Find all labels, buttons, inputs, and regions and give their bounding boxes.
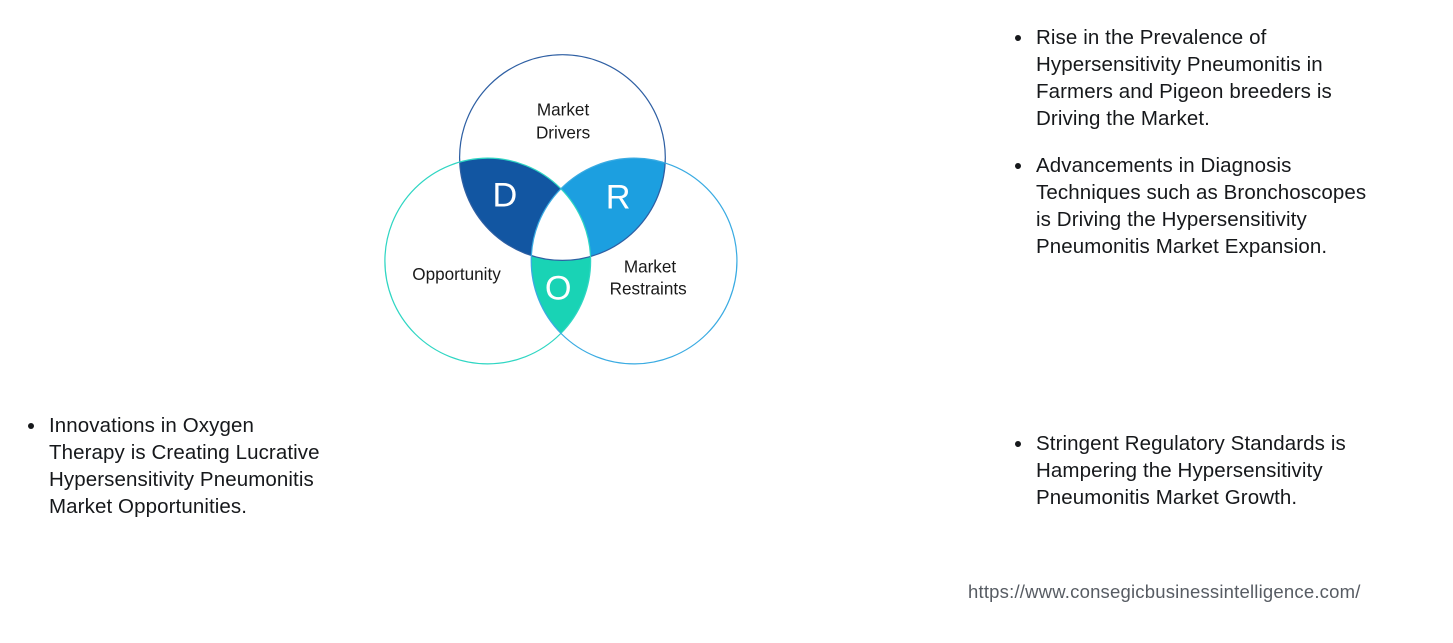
restraints-label-line2: Restraints [610, 279, 687, 299]
notes-right-top-block: Rise in the Prevalence of Hypersensitivi… [1015, 24, 1435, 260]
opportunity-label: Opportunity [412, 264, 501, 284]
bullet-line: Hypersensitivity Pneumonitis in [1036, 53, 1323, 76]
region-drivers-restraints-fill [531, 158, 666, 261]
drivers-circle-outline [458, 54, 666, 262]
bullet-item-driver-1: Rise in the Prevalence of Hypersensitivi… [1015, 24, 1435, 132]
restraints-circle-outline [530, 157, 738, 365]
bullet-item-driver-2: Advancements in Diagnosis Techniques suc… [1015, 152, 1435, 260]
letter-r: R [606, 178, 631, 216]
notes-right-bottom-block: Stringent Regulatory Standards is Hamper… [1015, 430, 1435, 511]
bullet-line: Advancements in Diagnosis [1036, 154, 1292, 177]
bullet-line: Pneumonitis Market Growth. [1036, 486, 1298, 509]
bullet-line: Hypersensitivity Pneumonitis [49, 468, 314, 491]
bullet-line: Farmers and Pigeon breeders is [1036, 80, 1332, 103]
bullet-text: Stringent Regulatory Standards is Hamper… [1036, 430, 1346, 511]
bullet-line: Innovations in Oxygen [49, 414, 254, 437]
drivers-label-line1: Market [537, 99, 590, 119]
drivers-label-line2: Drivers [536, 123, 590, 143]
bullet-dot [1015, 35, 1021, 41]
bullet-line: Hampering the Hypersensitivity [1036, 459, 1323, 482]
bullet-item-opportunity: Innovations in Oxygen Therapy is Creatin… [28, 412, 388, 520]
notes-left-block: Innovations in Oxygen Therapy is Creatin… [28, 412, 388, 520]
bullet-dot [28, 423, 34, 429]
bullet-text: Rise in the Prevalence of Hypersensitivi… [1036, 24, 1332, 132]
bullet-line: Therapy is Creating Lucrative [49, 441, 320, 464]
bullet-dot [1015, 163, 1021, 169]
bullet-dot [1015, 441, 1021, 447]
bullet-line: is Driving the Hypersensitivity [1036, 208, 1307, 231]
bullet-line: Rise in the Prevalence of [1036, 26, 1267, 49]
bullet-text: Advancements in Diagnosis Techniques suc… [1036, 152, 1366, 260]
letter-o: O [545, 270, 572, 308]
bullet-text: Innovations in Oxygen Therapy is Creatin… [49, 412, 320, 520]
restraints-label-line1: Market [624, 257, 677, 277]
bullet-item-restraint-1: Stringent Regulatory Standards is Hamper… [1015, 430, 1435, 511]
opportunity-circle-outline [384, 157, 592, 365]
letter-d: D [493, 177, 518, 215]
venn-diagram: Market Drivers Opportunity Market Restra… [384, 54, 738, 365]
region-drivers-opportunity-fill [459, 158, 591, 261]
bullet-line: Market Opportunities. [49, 495, 248, 518]
bullet-line: Driving the Market. [1036, 107, 1210, 130]
bullet-line: Pneumonitis Market Expansion. [1036, 235, 1328, 258]
source-url: https://www.consegicbusinessintelligence… [968, 581, 1361, 602]
bullet-line: Stringent Regulatory Standards is [1036, 432, 1346, 455]
bullet-line: Techniques such as Bronchoscopes [1036, 181, 1367, 204]
drivers-intersections-group [459, 158, 666, 261]
